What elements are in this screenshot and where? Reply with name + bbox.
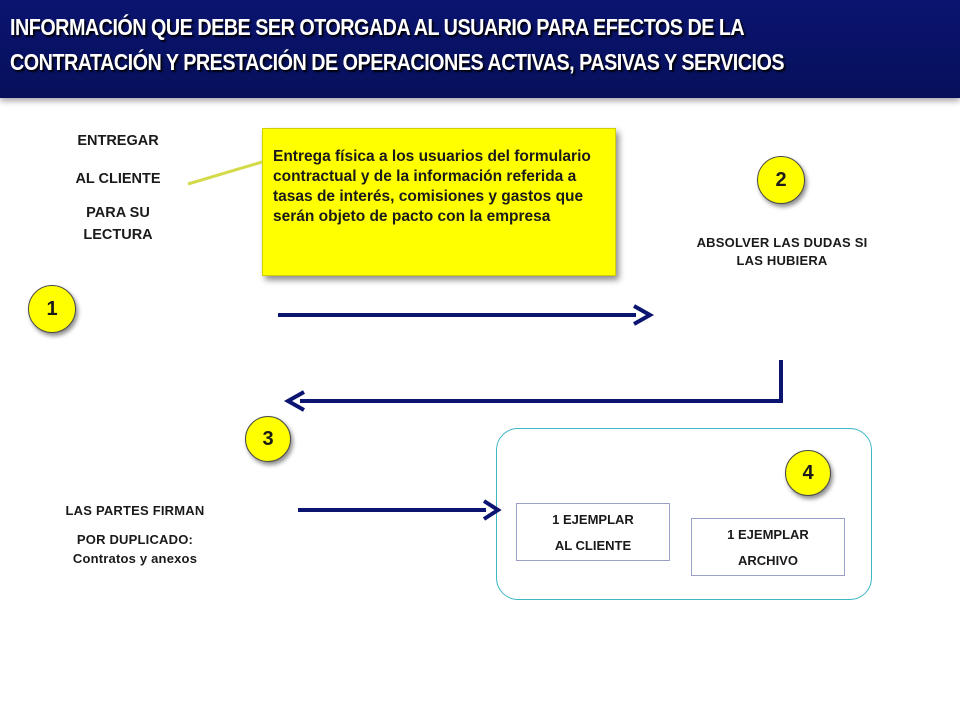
header-banner: INFORMACIÓN QUE DEBE SER OTORGADA AL USU… bbox=[0, 0, 960, 98]
header-title-line1: INFORMACIÓN QUE DEBE SER OTORGADA AL USU… bbox=[10, 14, 745, 40]
step2-number-circle: 2 bbox=[757, 156, 805, 204]
arrow-step3-to-step4 bbox=[298, 499, 502, 521]
step1-label-line1: ENTREGAR bbox=[77, 133, 159, 149]
step3-label-line3: Contratos y anexos bbox=[72, 551, 198, 566]
step3-number-circle: 3 bbox=[245, 416, 291, 462]
callout-pointer-line bbox=[187, 160, 263, 186]
step3-number: 3 bbox=[262, 427, 274, 450]
copy-archive-line2: ARCHIVO bbox=[738, 553, 798, 568]
copy-archive-line1: 1 EJEMPLAR bbox=[727, 527, 809, 542]
step1-number: 1 bbox=[46, 297, 58, 320]
arrow-step2-to-step3 bbox=[283, 360, 783, 412]
step1-label-line4: LECTURA bbox=[83, 227, 153, 243]
callout-text: Entrega física a los usuarios del formul… bbox=[273, 148, 591, 225]
copy-client-box: 1 EJEMPLAR AL CLIENTE bbox=[516, 503, 670, 561]
arrow-step1-to-step2 bbox=[278, 304, 655, 326]
callout-box: Entrega física a los usuarios del formul… bbox=[262, 128, 616, 276]
step2-label-line1: ABSOLVER LAS DUDAS SI bbox=[696, 235, 868, 250]
copy-archive-box: 1 EJEMPLAR ARCHIVO bbox=[691, 518, 845, 576]
copy-client-line2: AL CLIENTE bbox=[554, 538, 632, 553]
step1-label-line3: PARA SU bbox=[86, 205, 150, 221]
step2-label-line2: LAS HUBIERA bbox=[736, 253, 828, 268]
step3-label-line1: LAS PARTES FIRMAN bbox=[65, 503, 205, 518]
step3-label-line2: POR DUPLICADO: bbox=[76, 532, 194, 547]
step1-label-line2: AL CLIENTE bbox=[75, 171, 161, 187]
copy-client-line1: 1 EJEMPLAR bbox=[552, 512, 634, 527]
signed-copies-group bbox=[496, 428, 872, 600]
header-title-line2: CONTRATACIÓN Y PRESTACIÓN DE OPERACIONES… bbox=[10, 49, 785, 75]
step4-number: 4 bbox=[802, 461, 814, 484]
step2-number: 2 bbox=[775, 168, 787, 191]
step4-number-circle: 4 bbox=[785, 450, 831, 496]
step1-number-circle: 1 bbox=[28, 285, 76, 333]
